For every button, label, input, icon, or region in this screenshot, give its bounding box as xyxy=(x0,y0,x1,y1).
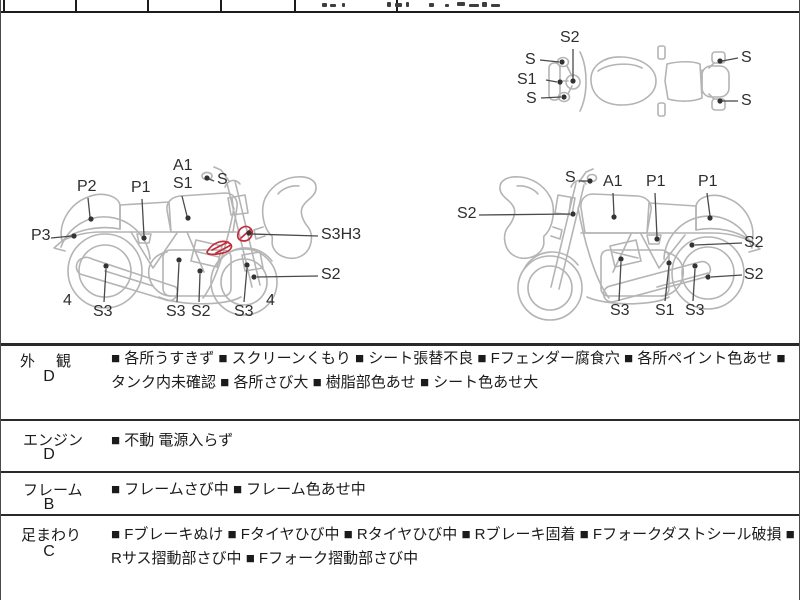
clipped-text-fragment xyxy=(395,3,402,7)
table-cell-border xyxy=(75,0,77,11)
left-side-motorcycle xyxy=(53,166,317,316)
row-content-exterior: ■ 各所うすきず ■ スクリーンくもり ■ シート張替不良 ■ Fフェンダー腐食… xyxy=(111,347,791,395)
part-label-s: S xyxy=(741,49,752,66)
part-label-p2: P2 xyxy=(77,178,97,195)
part-label-a1: A1 xyxy=(603,173,623,190)
grade-exterior: D xyxy=(43,368,55,385)
condition-line: タンク内未確認 ■ 各所さび大 ■ 樹脂部色あせ ■ シート色あせ大 xyxy=(111,374,539,391)
clipped-text-fragment xyxy=(429,3,434,7)
section-label-engine: エンジン xyxy=(23,432,84,449)
part-label-s2: S2 xyxy=(321,266,341,283)
part-label-s2: S2 xyxy=(457,205,477,222)
condition-line: ■ 不動 電源入らず xyxy=(111,432,234,449)
condition-line: ■ 各所うすきず ■ スクリーンくもり ■ シート張替不良 ■ Fフェンダー腐食… xyxy=(111,350,786,367)
table-cell-border xyxy=(220,0,222,11)
part-label-s2: S2 xyxy=(744,266,764,283)
grade-undercarriage: C xyxy=(43,543,55,560)
clipped-text-fragment xyxy=(406,2,409,7)
condition-line: ■ Fブレーキぬけ ■ Fタイヤひび中 ■ Rタイヤひび中 ■ Rブレーキ固着 … xyxy=(111,526,795,543)
clipped-text-fragment xyxy=(445,4,449,7)
part-label-4: 4 xyxy=(266,292,275,309)
section-label-exterior: 外 観 xyxy=(20,353,75,370)
clipped-text-fragment xyxy=(322,3,327,7)
callout-leader-lines xyxy=(50,49,743,303)
grade-frame: B xyxy=(43,496,55,513)
table-border xyxy=(1,471,799,473)
top-view-motorcycle xyxy=(548,45,730,117)
table-border xyxy=(1,419,799,421)
part-label-s3: S3 xyxy=(234,303,254,320)
row-content-undercarriage: ■ Fブレーキぬけ ■ Fタイヤひび中 ■ Rタイヤひび中 ■ Rブレーキ固着 … xyxy=(111,523,795,571)
right-side-motorcycle xyxy=(499,168,761,321)
callout-dots xyxy=(71,58,723,280)
part-label-p3: P3 xyxy=(31,227,51,244)
part-label-s3: S3 xyxy=(166,303,186,320)
clipped-text-fragment xyxy=(482,2,487,7)
table-cell-border xyxy=(147,0,149,11)
clipped-text-fragment xyxy=(387,2,391,7)
clipped-text-fragment xyxy=(469,4,479,7)
table-cell-border xyxy=(3,0,5,11)
part-label-4: 4 xyxy=(63,292,72,309)
part-label-s3: S3 xyxy=(610,302,630,319)
condition-line: ■ フレームさび中 ■ フレーム色あせ中 xyxy=(111,481,366,498)
part-label-s2: S2 xyxy=(744,234,764,251)
clipped-text-fragment xyxy=(342,3,345,7)
grade-engine: D xyxy=(43,446,55,463)
part-label-s3h3: S3H3 xyxy=(321,226,362,243)
clipped-text-fragment xyxy=(491,4,500,7)
part-label-s: S xyxy=(217,171,228,188)
part-label-p1: P1 xyxy=(698,173,718,190)
part-label-s1: S1 xyxy=(655,302,675,319)
section-label-frame: フレーム xyxy=(23,482,83,499)
table-border xyxy=(1,343,799,346)
part-label-s2: S2 xyxy=(191,303,211,320)
clipped-top-table-row xyxy=(1,0,799,13)
condition-line: Rサス摺動部さび中 ■ Fフォーク摺動部さび中 xyxy=(111,550,419,567)
part-label-s2: S2 xyxy=(560,29,580,46)
part-label-s3: S3 xyxy=(93,303,113,320)
part-label-s: S xyxy=(741,92,752,109)
part-label-s: S xyxy=(526,90,537,107)
clipped-text-fragment xyxy=(457,2,465,6)
part-label-s: S xyxy=(565,169,576,186)
table-border xyxy=(1,514,799,516)
part-label-s1: S1 xyxy=(517,71,537,88)
part-label-a1: A1 xyxy=(173,157,193,174)
part-label-s3: S3 xyxy=(685,302,705,319)
clipped-text-fragment xyxy=(330,4,336,7)
part-label-p1: P1 xyxy=(131,179,151,196)
part-label-s: S xyxy=(525,51,536,68)
part-label-p1: P1 xyxy=(646,173,666,190)
section-label-undercarriage: 足まわり xyxy=(21,527,82,544)
part-label-s1: S1 xyxy=(173,175,193,192)
table-cell-border xyxy=(294,0,296,11)
row-content-engine: ■ 不動 電源入らず xyxy=(111,429,791,453)
row-content-frame: ■ フレームさび中 ■ フレーム色あせ中 xyxy=(111,478,791,502)
